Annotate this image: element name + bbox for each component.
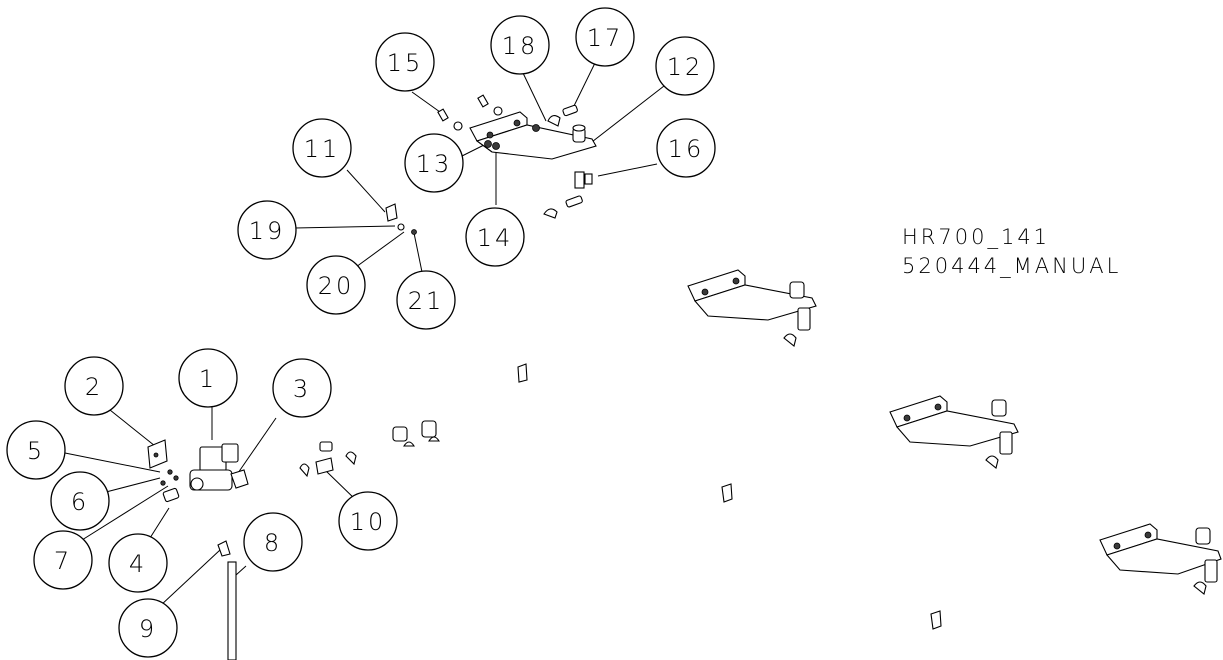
screw [477, 94, 489, 108]
balloon-16: 16 [656, 118, 716, 178]
balloon-10: 10 [338, 491, 398, 551]
balloon-19: 19 [237, 200, 297, 260]
balloon-8: 8 [243, 512, 303, 572]
nut [484, 140, 492, 148]
balloon-17: 17 [575, 7, 635, 67]
tee-fitting [315, 457, 334, 475]
assembled-bracket-view-2 [889, 395, 1019, 469]
balloon-label: 10 [350, 508, 387, 536]
elbow [230, 469, 249, 489]
balloon-1: 1 [178, 348, 238, 408]
fitting-thread [565, 195, 583, 208]
balloon-18: 18 [490, 15, 550, 75]
balloon-label: 20 [318, 272, 355, 300]
balloon-label: 12 [667, 53, 704, 81]
balloon-11: 11 [292, 118, 352, 178]
balloon-label: 11 [304, 135, 341, 163]
balloon-12: 12 [655, 36, 715, 96]
balloon-2: 2 [64, 356, 124, 416]
washer [493, 106, 503, 116]
balloon-4: 4 [108, 533, 168, 593]
balloon-label: 3 [293, 375, 311, 403]
balloon-5: 5 [6, 420, 66, 480]
fitting-4 [162, 487, 180, 503]
small-clip [930, 610, 942, 630]
balloon-label: 15 [387, 49, 424, 77]
drawing-variant: 520444_MANUAL [902, 254, 1121, 278]
balloon-label: 5 [27, 437, 45, 465]
balloon-14: 14 [465, 207, 525, 267]
clip [319, 441, 333, 452]
drawing-number: HR700_141 [902, 225, 1050, 249]
hose-clip [345, 451, 357, 466]
fitting [421, 420, 437, 438]
elbow-fitting [562, 104, 578, 117]
balloon-7: 7 [33, 530, 93, 590]
small-clip [517, 363, 528, 383]
balloon-9: 9 [118, 598, 178, 658]
balloon-label: 8 [264, 529, 282, 557]
hose-clip [543, 208, 558, 219]
hose-clip [547, 115, 561, 127]
balloon-label: 7 [54, 547, 72, 575]
balloon-label: 1 [199, 365, 217, 393]
assembled-bracket-view-1 [687, 269, 817, 347]
balloon-3: 3 [272, 358, 332, 418]
balloon-20: 20 [306, 255, 366, 315]
leader-lines [59, 62, 665, 607]
solenoid-valve-assembly [147, 420, 440, 660]
balloon-label: 9 [139, 615, 157, 643]
balloon-label: 14 [477, 224, 514, 252]
bracket-hole [513, 119, 521, 127]
nut [532, 124, 540, 132]
hose-clip [299, 463, 310, 478]
balloon-label: 2 [85, 373, 103, 401]
upper-bracket-assembly [385, 94, 597, 235]
balloon-label: 17 [587, 24, 624, 52]
balloon-label: 13 [416, 150, 453, 178]
balloon-21: 21 [396, 270, 456, 330]
tube [227, 561, 237, 660]
solenoid-connector [221, 443, 239, 463]
nut [492, 142, 500, 150]
balloon-label: 19 [249, 217, 286, 245]
bracket-hole [486, 131, 494, 139]
tube-clip [217, 540, 231, 557]
screw [437, 108, 449, 122]
fitting-body [574, 171, 585, 189]
balloon-label: 21 [408, 287, 445, 315]
fitting [392, 426, 408, 442]
balloon-6: 6 [50, 471, 110, 531]
drawing-title-block: HR700_141 520444_MANUAL [902, 225, 1121, 278]
balloon-label: 4 [129, 550, 147, 578]
balloon-15: 15 [375, 32, 435, 92]
fitting-nut [584, 173, 593, 185]
balloon-label: 18 [502, 32, 539, 60]
washer [453, 121, 463, 131]
balloon-label: 6 [71, 488, 89, 516]
loose-clips [517, 363, 942, 630]
bracket-vertical-plate [469, 111, 528, 142]
balloon-label: 16 [668, 135, 705, 163]
small-clip [721, 483, 733, 503]
assembled-bracket-view-3 [1099, 523, 1222, 595]
small-clip [385, 203, 398, 222]
balloon-13: 13 [404, 133, 464, 193]
